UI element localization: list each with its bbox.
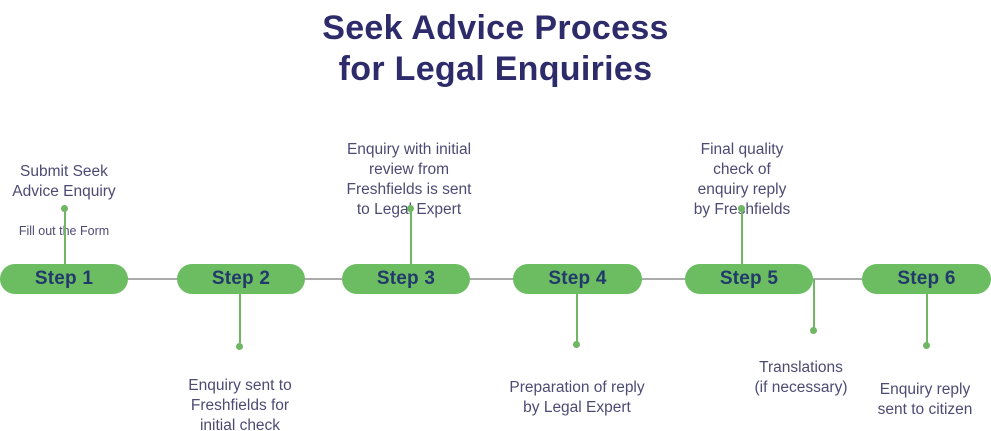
step-4-label: Step 4 xyxy=(548,268,607,289)
step-4-connector-dot xyxy=(573,341,580,348)
step-6-annotation: Enquiry reply sent to citizen xyxy=(815,360,991,431)
step-4-pill: Step 4 xyxy=(513,264,642,294)
step-3-connector-dot xyxy=(407,205,414,212)
step-4-connector-line xyxy=(576,293,578,342)
step-3-annotation-text: Enquiry with initial review from Freshfi… xyxy=(346,141,472,218)
translations-annotation: Translations (if necessary) xyxy=(691,338,911,418)
step-3-connector-line xyxy=(410,211,412,264)
step-5-connector-line xyxy=(741,211,743,264)
translations-connector-line xyxy=(813,279,815,328)
step-1-annotation-subtext: Fill out the Form xyxy=(18,224,110,238)
step-5-annotation: Final quality check of enquiry reply by … xyxy=(632,120,852,240)
step-1-annotation-text: Submit Seek Advice Enquiry xyxy=(12,163,116,200)
step-3-annotation: Enquiry with initial review from Freshfi… xyxy=(299,120,519,240)
step-1-connector-line xyxy=(64,211,66,264)
step-1-connector-dot xyxy=(61,205,68,212)
step-5-label: Step 5 xyxy=(719,268,779,289)
title-line-2: for Legal Enquiries xyxy=(338,50,653,88)
step-6-connector-dot xyxy=(923,342,930,349)
step-4-annotation-text: Preparation of reply by Legal Expert xyxy=(509,379,645,416)
step-5-annotation-text: Final quality check of enquiry reply by … xyxy=(693,141,791,218)
step-2-annotation: Enquiry sent to Freshfields for initial … xyxy=(130,356,350,431)
step-2-annotation-text: Enquiry sent to Freshfields for initial … xyxy=(188,377,292,431)
step-1-annotation: Submit Seek Advice Enquiry Fill out the … xyxy=(0,142,174,259)
timeline-line xyxy=(0,278,991,280)
step-5-pill: Step 5 xyxy=(685,264,813,294)
title-line-1: Seek Advice Process xyxy=(322,9,669,47)
step-6-label: Step 6 xyxy=(897,268,956,289)
step-1-label: Step 1 xyxy=(34,268,94,289)
step-2-pill: Step 2 xyxy=(177,264,305,294)
step-6-pill: Step 6 xyxy=(862,264,991,294)
step-6-connector-line xyxy=(926,293,928,343)
page-title: Seek Advice Process for Legal Enquiries xyxy=(0,8,991,90)
step-3-label: Step 3 xyxy=(376,268,436,289)
step-3-pill: Step 3 xyxy=(342,264,470,294)
step-2-connector-dot xyxy=(236,343,243,350)
step-4-annotation: Preparation of reply by Legal Expert xyxy=(467,358,687,431)
translations-connector-dot xyxy=(810,327,817,334)
translations-annotation-text: Translations (if necessary) xyxy=(754,359,848,396)
step-1-pill: Step 1 xyxy=(0,264,128,294)
step-2-connector-line xyxy=(239,293,241,343)
step-6-annotation-text: Enquiry reply sent to citizen xyxy=(877,381,973,418)
step-5-connector-dot xyxy=(738,205,745,212)
step-2-label: Step 2 xyxy=(211,268,271,289)
